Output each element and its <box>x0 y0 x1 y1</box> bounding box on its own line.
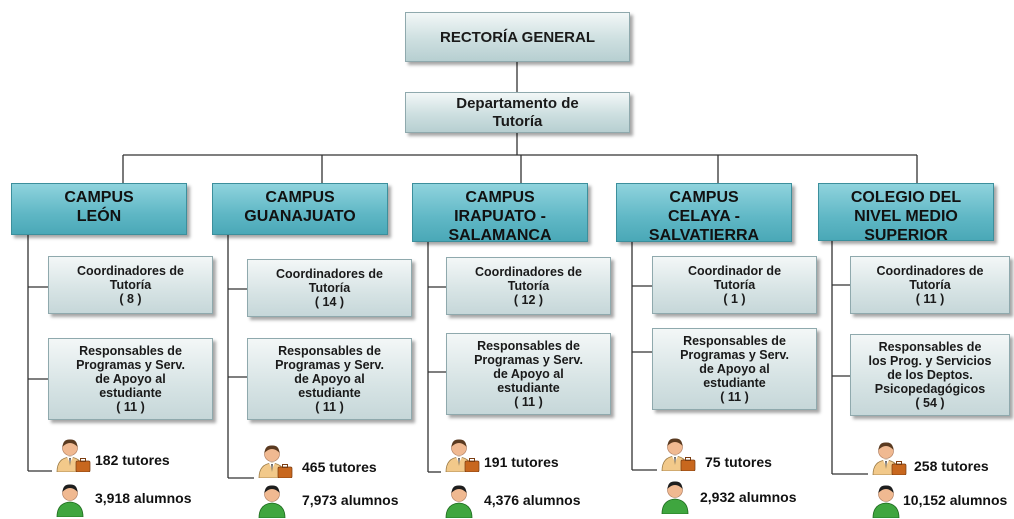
tutores-count: 182 tutores <box>95 452 170 468</box>
box-text-line: ( 14 ) <box>314 295 345 309</box>
campus-title-line: SALAMANCA <box>448 227 552 244</box>
coordinadores-box: Coordinadores de Tutoría ( 14 ) <box>247 259 412 317</box>
coordinadores-box: Coordinadores de Tutoría ( 11 ) <box>850 256 1010 314</box>
box-text-line: Coordinador de <box>687 264 782 278</box>
teacher-with-briefcase-icon <box>258 445 293 478</box>
campus-title-line: CAMPUS <box>465 189 535 206</box>
campus-title-line: CAMPUS <box>64 189 134 206</box>
box-text-line: de Apoyo al <box>294 372 365 386</box>
tutores-count: 75 tutores <box>705 454 772 470</box>
alumnos-count: 3,918 alumnos <box>95 490 192 506</box>
box-text-line: Tutoría <box>308 281 351 295</box>
campus-leon-box: CAMPUS LEÓN <box>11 183 187 235</box>
campus-title-line: CAMPUS <box>669 189 739 206</box>
teacher-with-briefcase-icon <box>872 442 907 475</box>
alumnos-count: 10,152 alumnos <box>903 492 1008 508</box>
box-text-line: ( 12 ) <box>513 293 544 307</box>
box-text-line: Responsables de <box>278 344 381 358</box>
box-text-line: Coordinadores de <box>77 264 184 278</box>
rectoria-general-label: RECTORÍA GENERAL <box>439 28 595 46</box>
departamento-line-2: Tutoría <box>492 112 543 130</box>
box-text-line: Responsables de <box>878 340 982 354</box>
box-text-line: Programas y Serv. <box>680 348 789 362</box>
box-text-line: Coordinadores de <box>876 264 984 278</box>
teacher-with-briefcase-icon <box>445 439 480 472</box>
campus-title-line: SALVATIERRA <box>648 227 760 244</box>
responsables-box: Responsables de los Prog. y Servicios de… <box>850 334 1010 416</box>
student-icon <box>56 484 84 517</box>
teacher-with-briefcase-icon <box>661 438 696 471</box>
campus-celaya-salvatierra-box: CAMPUS CELAYA - SALVATIERRA <box>616 183 792 244</box>
responsables-box: Responsables de Programas y Serv. de Apo… <box>48 338 213 420</box>
campus-title-line: CAMPUS <box>265 189 335 206</box>
alumnos-count: 2,932 alumnos <box>700 489 797 505</box>
colegio-nivel-medio-superior-box: COLEGIO DEL NIVEL MEDIO SUPERIOR <box>818 183 994 244</box>
teacher-with-briefcase-icon <box>56 439 91 472</box>
departamento-line-1: Departamento de <box>456 94 579 112</box>
box-text-line: estudiante <box>298 386 361 400</box>
box-text-line: ( 11 ) <box>116 400 145 414</box>
box-text-line: Coordinadores de <box>475 265 582 279</box>
departamento-tutoria-box: Departamento de Tutoría <box>405 92 630 133</box>
tutores-count: 465 tutores <box>302 459 377 475</box>
student-icon <box>872 485 900 518</box>
campus-title-line: LEÓN <box>76 208 122 225</box>
box-text-line: de Apoyo al <box>95 372 166 386</box>
box-text-line: de Apoyo al <box>699 362 770 376</box>
box-text-line: Responsables de <box>683 334 786 348</box>
responsables-box: Responsables de Programas y Serv. de Apo… <box>652 328 817 410</box>
box-text-line: Coordinadores de <box>276 267 383 281</box>
campus-title-line: SUPERIOR <box>864 227 948 244</box>
box-text-line: Tutoría <box>109 278 152 292</box>
student-icon <box>445 485 473 518</box>
tutores-count: 258 tutores <box>914 458 989 474</box>
alumnos-count: 7,973 alumnos <box>302 492 399 508</box>
campus-title-line: GUANAJUATO <box>244 208 356 225</box>
campus-title-line: IRAPUATO - <box>454 208 546 225</box>
campus-title-line: COLEGIO DEL <box>850 189 962 206</box>
box-text-line: de los Deptos. <box>887 368 973 382</box>
box-text-line: de Apoyo al <box>493 367 564 381</box>
responsables-box: Responsables de Programas y Serv. de Apo… <box>247 338 412 420</box>
box-text-line: ( 11 ) <box>514 395 543 409</box>
box-text-line: estudiante <box>497 381 560 395</box>
box-text-line: Programas y Serv. <box>474 353 583 367</box>
tutores-count: 191 tutores <box>484 454 559 470</box>
box-text-line: Psicopedagógicos <box>874 382 986 396</box>
box-text-line: ( 11 ) <box>915 292 945 306</box>
box-text-line: estudiante <box>703 376 766 390</box>
box-text-line: ( 11 ) <box>315 400 344 414</box>
box-text-line: Programas y Serv. <box>76 358 185 372</box>
campus-guanajuato-box: CAMPUS GUANAJUATO <box>212 183 388 235</box>
student-icon <box>258 485 286 518</box>
box-text-line: ( 54 ) <box>915 396 945 410</box>
box-text-line: Tutoría <box>909 278 951 292</box>
campus-title-line: NIVEL MEDIO <box>854 208 958 225</box>
box-text-line: Programas y Serv. <box>275 358 384 372</box>
coordinadores-box: Coordinadores de Tutoría ( 8 ) <box>48 256 213 314</box>
box-text-line: ( 11 ) <box>720 390 749 404</box>
box-text-line: Tutoría <box>507 279 550 293</box>
coordinadores-box: Coordinador de Tutoría ( 1 ) <box>652 256 817 314</box>
box-text-line: Responsables de <box>79 344 182 358</box>
student-icon <box>661 481 689 514</box>
coordinadores-box: Coordinadores de Tutoría ( 12 ) <box>446 257 611 315</box>
box-text-line: ( 8 ) <box>119 292 142 306</box>
alumnos-count: 4,376 alumnos <box>484 492 581 508</box>
box-text-line: Tutoría <box>713 278 756 292</box>
campus-irapuato-salamanca-box: CAMPUS IRAPUATO - SALAMANCA <box>412 183 588 244</box>
box-text-line: estudiante <box>99 386 162 400</box>
rectoria-general-box: RECTORÍA GENERAL <box>405 12 630 62</box>
campus-title-line: CELAYA - <box>667 208 741 225</box>
box-text-line: Responsables de <box>477 339 580 353</box>
box-text-line: ( 1 ) <box>723 292 746 306</box>
box-text-line: los Prog. y Servicios <box>868 354 992 368</box>
responsables-box: Responsables de Programas y Serv. de Apo… <box>446 333 611 415</box>
